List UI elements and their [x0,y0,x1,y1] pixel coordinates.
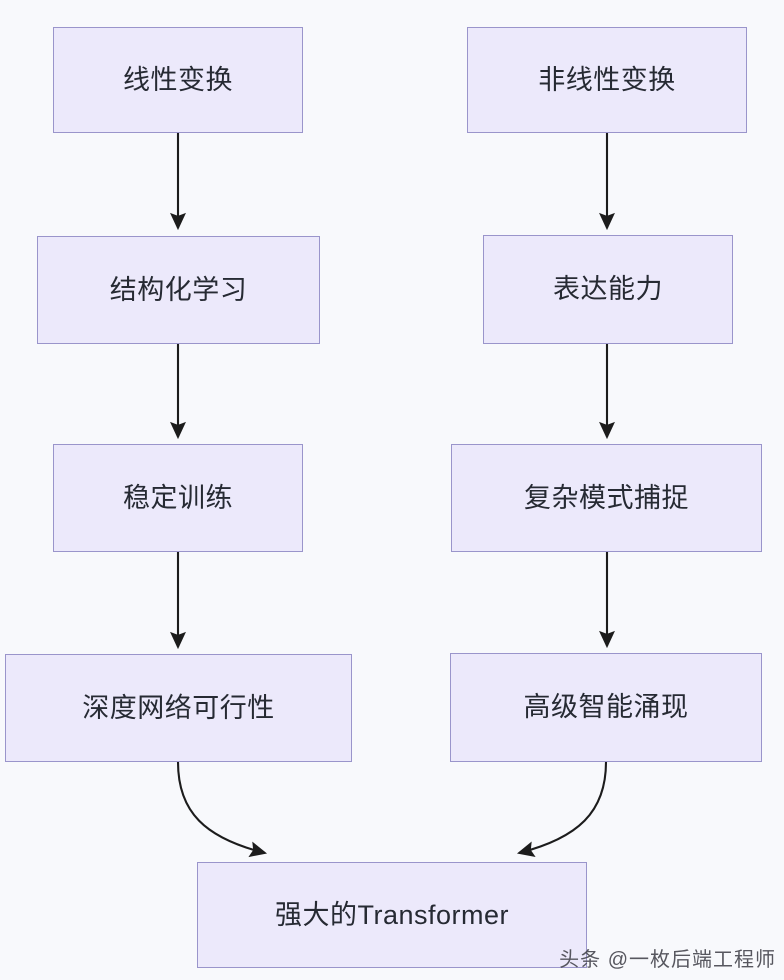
flow-node-label: 稳定训练 [123,482,233,513]
flow-node-n9[interactable]: 强大的Transformer [197,862,587,968]
flow-node-n6[interactable]: 表达能力 [483,235,733,344]
flow-node-label: 强大的Transformer [274,899,510,930]
flow-node-n2[interactable]: 结构化学习 [37,236,320,344]
flow-node-label: 表达能力 [553,274,663,305]
flow-edge-e7 [176,761,268,858]
flow-node-label: 结构化学习 [109,274,248,305]
flow-node-n8[interactable]: 高级智能涌现 [450,653,762,762]
flow-node-label: 复杂模式捕捉 [524,482,689,513]
flow-node-n7[interactable]: 复杂模式捕捉 [451,444,762,552]
flow-node-label: 高级智能涌现 [523,692,689,723]
flow-edge-e8 [516,761,608,858]
flow-node-label: 线性变换 [123,64,233,95]
flow-node-n4[interactable]: 深度网络可行性 [5,654,352,762]
flow-node-label: 非线性变换 [538,64,676,95]
watermark-text: 头条 @一枚后端工程师 [559,949,776,971]
flow-node-n1[interactable]: 线性变换 [53,27,303,133]
flow-node-label: 深度网络可行性 [82,692,275,723]
flow-node-n3[interactable]: 稳定训练 [53,444,303,552]
flow-node-n5[interactable]: 非线性变换 [467,27,747,133]
